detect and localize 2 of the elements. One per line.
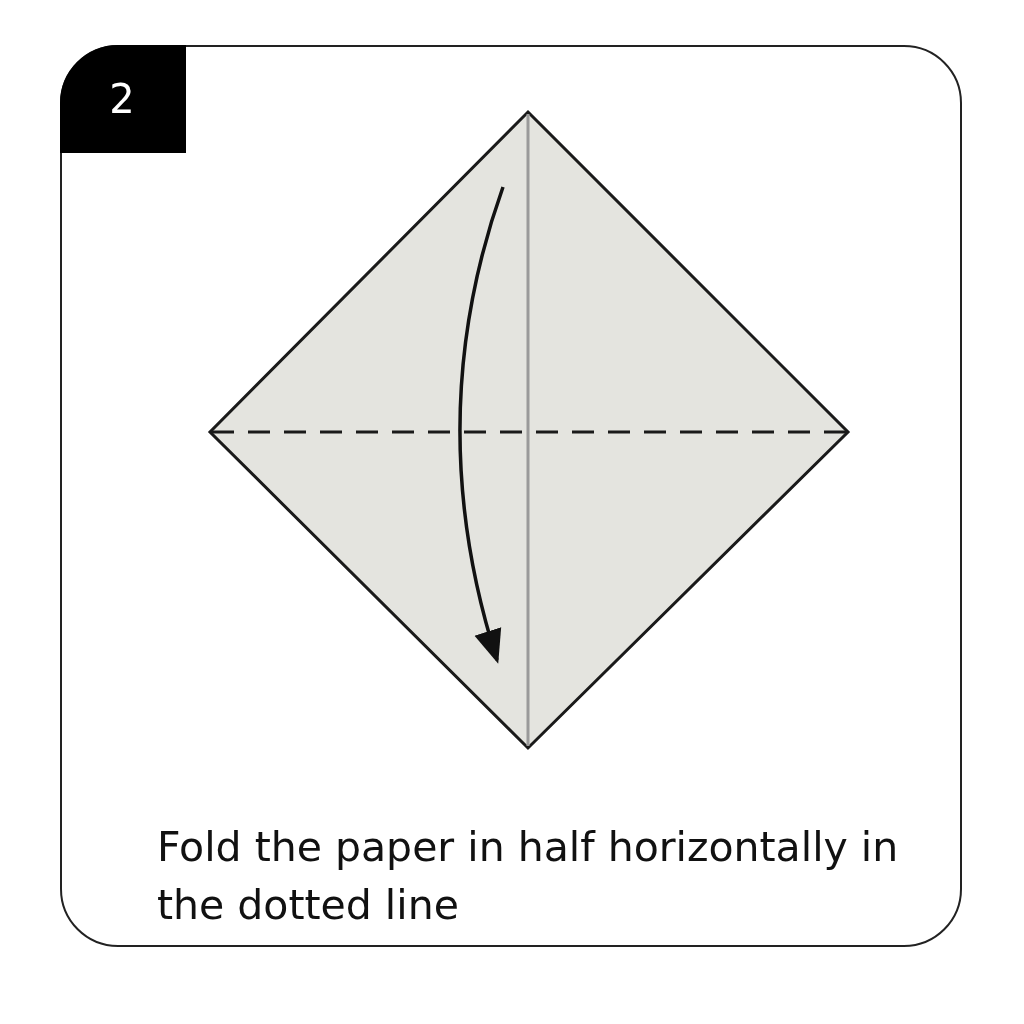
instruction-text: Fold the paper in half horizontally in the dotted line <box>157 822 900 931</box>
step-number: 2 <box>60 45 186 153</box>
